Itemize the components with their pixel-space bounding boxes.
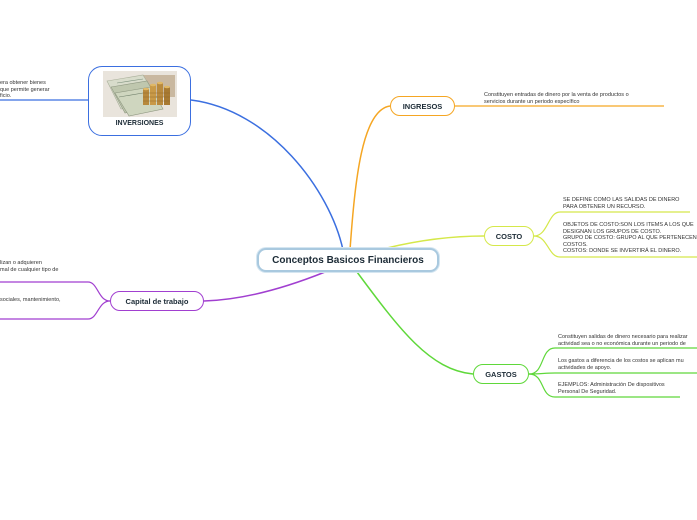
link-capital-note-2 <box>87 300 111 320</box>
topic-costo-label: COSTO <box>495 231 523 241</box>
money-coins-image <box>102 71 177 117</box>
topic-ingresos[interactable]: INGRESOS <box>390 96 455 116</box>
topic-costo[interactable]: COSTO <box>484 226 534 246</box>
topic-capital-label: Capital de trabajo <box>125 296 189 306</box>
note-ingresos: Constituyen entradas de dinero por la ve… <box>484 92 629 105</box>
topic-gastos-label: GASTOS <box>485 369 517 379</box>
link-gastos <box>356 271 474 375</box>
note-costo-objetos: OBJETOS DE COSTO:SON LOS ITEMS A LOS QUE… <box>563 222 697 255</box>
note-costo-definicion: SE DEFINE COMO LAS SALIDAS DE DINERO PAR… <box>563 197 680 210</box>
link-costo <box>386 235 485 249</box>
link-capital <box>203 271 326 302</box>
topic-gastos[interactable]: GASTOS <box>473 364 529 384</box>
topic-inversiones-label: INVERSIONES <box>115 120 164 127</box>
note-gastos-ejemplos: EJEMPLOS: Administración De dispositivos… <box>558 382 665 395</box>
note-capital-2: sociales, mantenimiento, <box>0 297 61 303</box>
note-inversiones: era obtener bienes que permite generar f… <box>0 80 50 100</box>
link-ingresos <box>349 105 391 251</box>
link-costo-note-1 <box>533 211 561 237</box>
note-gastos-definicion: Constituyen salidas de dinero necesario … <box>558 334 688 347</box>
topic-inversiones[interactable]: INVERSIONES <box>88 66 191 136</box>
note-gastos-diferencia: Los gastos a diferencia de los costos se… <box>558 358 684 371</box>
link-costo-note-2 <box>533 235 561 258</box>
central-topic-label: Conceptos Basicos Financieros <box>272 254 424 266</box>
central-topic[interactable]: Conceptos Basicos Financieros <box>257 248 439 272</box>
link-gastos-note-3 <box>528 373 556 398</box>
note-capital-1: lizan o adquieren mal de cualquier tipo … <box>0 260 59 273</box>
topic-ingresos-label: INGRESOS <box>402 101 443 111</box>
link-capital-note-1 <box>87 281 111 302</box>
link-inversiones <box>190 99 344 251</box>
topic-capital-de-trabajo[interactable]: Capital de trabajo <box>110 291 204 311</box>
link-gastos-note-1 <box>528 347 556 375</box>
